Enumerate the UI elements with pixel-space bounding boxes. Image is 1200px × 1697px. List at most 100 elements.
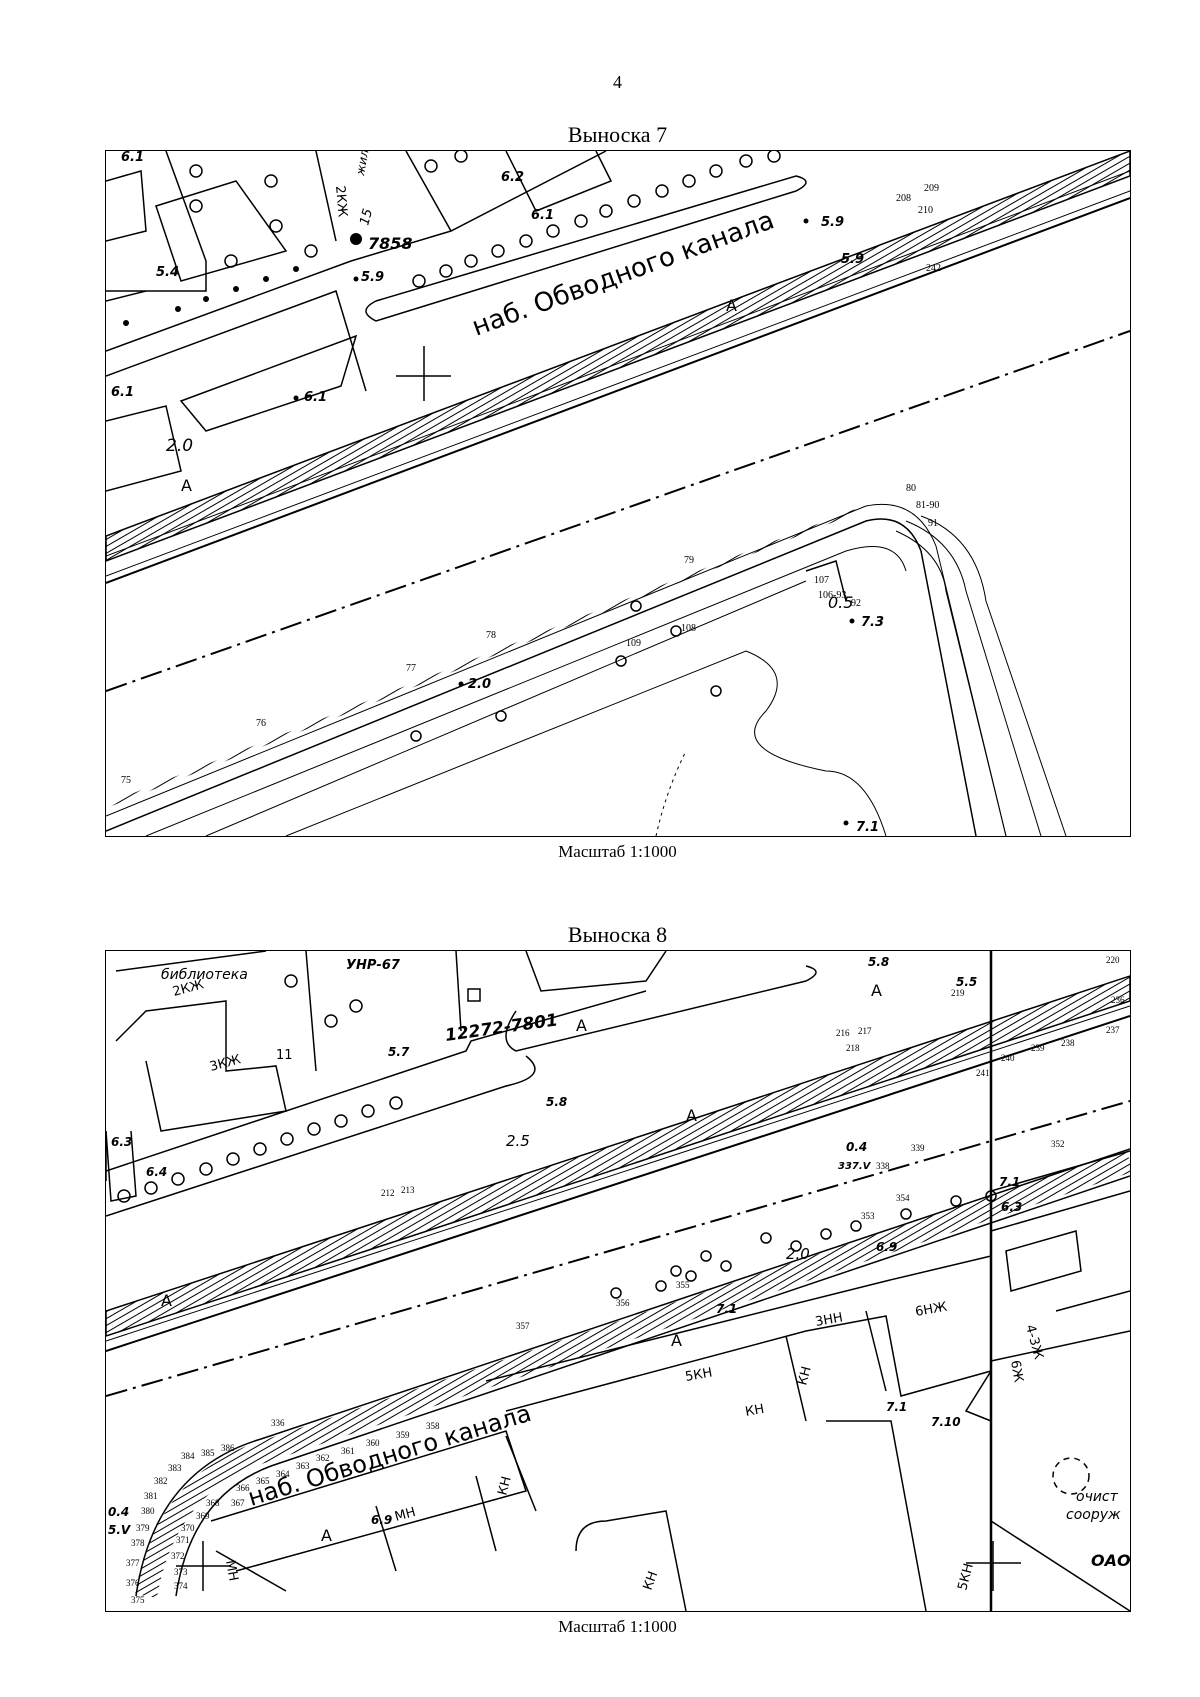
elevation-label: 0.4 [846,1140,867,1154]
point-number: 242 [926,263,941,274]
elevation-label: 7.1 [886,1400,907,1414]
street-blocks [106,951,1130,1611]
point-number: 213 [401,1185,415,1195]
callout-8-scale: Масштаб 1:1000 [558,1617,677,1636]
fence-posts [123,266,299,326]
elevation-label: 5.8 [546,1095,567,1109]
elevation-label: 6.9 [371,1513,392,1527]
material-mark: A [161,1291,172,1310]
point-number: 92 [851,598,861,609]
elevation-label: 5.8 [868,955,889,969]
building-mark: 6НЖ [914,1300,948,1320]
point-number: 237 [1106,1025,1120,1035]
survey-point-icon [350,233,362,245]
point-number: 368 [206,1498,220,1508]
point-number: 108 [681,623,696,634]
point-number: 359 [396,1430,410,1440]
point-number: 210 [918,205,933,216]
point-number: 217 [858,1026,872,1036]
building-mark: МН [393,1505,417,1525]
partial-label: сооруж [1066,1507,1121,1523]
house-number: 15 [357,207,376,227]
point-number: 373 [174,1567,188,1577]
elevation-label: 5.9 [821,215,844,230]
point-number: 209 [924,183,939,194]
elevation-label: 6.1 [121,151,144,165]
point-number: 76 [256,718,266,729]
street-blocks [106,151,613,492]
point-number: 365 [256,1476,270,1486]
point-number: 336 [271,1418,285,1428]
point-number: 241 [976,1068,990,1078]
elevation-label: 2.0 [786,1245,810,1263]
callout-7-scale: Масштаб 1:1000 [558,842,677,861]
structure-symbol [1052,1457,1090,1495]
elevation-label: 6.2 [501,170,524,185]
point-number: 366 [236,1483,250,1493]
material-mark: A [321,1526,332,1545]
material-mark: A [576,1016,587,1035]
point-number: 382 [154,1476,168,1486]
partial-label: очист [1076,1489,1119,1505]
elevation-label: 5.4 [156,265,179,280]
material-mark: A [686,1106,697,1125]
point-number: 376 [126,1578,140,1588]
elevation-label: 7.1 [856,820,879,835]
point-number: 379 [136,1523,150,1533]
median-island [365,175,807,322]
elevation-label: 7.1 [716,1302,737,1316]
building-number: 7858 [368,234,413,253]
elevation-label: 7.10 [931,1415,961,1429]
elevation-label: 5.V [108,1523,132,1537]
point-number: 361 [341,1446,355,1456]
building-mark: 4-3Ж [1022,1323,1046,1361]
point-number: 240 [1001,1053,1015,1063]
lower-embankment [106,503,1067,836]
elevation-label: 2.0 [166,436,193,456]
point-number: 385 [201,1448,215,1458]
point-number: 77 [406,663,416,674]
material-mark: A [871,981,882,1000]
point-number: 357 [516,1321,530,1331]
building-mark: КН [744,1402,765,1420]
building-type-partial: жилище [353,151,376,178]
point-number: 375 [131,1595,145,1605]
point-number: 219 [951,988,965,998]
grid-cross-marker [396,346,451,401]
page-number: 4 [613,72,622,92]
point-number: 369 [196,1511,210,1521]
elevation-label: 7.1 [999,1175,1020,1189]
callout-8-title: Выноска 8 [567,922,668,947]
elevation-label: 7.3 [861,615,884,630]
point-number: 356 [616,1298,630,1308]
point-number: 106-93 [818,590,846,601]
tree-symbols [117,974,997,1299]
building-mark: 6Ж [1007,1359,1026,1384]
canal-axis-line [106,330,1130,692]
material-mark: A [726,296,737,315]
point-number: 386 [221,1443,235,1453]
building-mark: 5КН [684,1365,713,1385]
survey-marker-icon [467,988,481,1002]
elevation-label: 6.1 [304,390,327,405]
partial-label: ОАО [1091,1551,1130,1570]
tree-symbols [189,151,781,742]
point-number: 363 [296,1461,310,1471]
point-number: 79 [684,555,694,566]
canal-axis-line [106,1100,1130,1397]
callout-7-map: 7858 15 2КЖ жилище наб. Обводного канала… [105,150,1131,837]
building-mark: 11 [276,1048,293,1063]
point-number: 370 [181,1523,195,1533]
point-number: 372 [171,1551,185,1561]
code-label: 12272-7801 [444,1010,559,1046]
elevation-label: 0.4 [108,1505,129,1519]
building-mark: КН [641,1569,662,1592]
material-mark: A [181,476,192,495]
point-number: 208 [896,193,911,204]
building-mark: 5КН [955,1562,977,1592]
point-number: 75 [121,775,131,786]
org-label: УНР-67 [346,958,401,973]
point-number: 220 [1106,955,1120,965]
building-mark: 3НН [814,1310,844,1330]
building-mark: МН [222,1559,240,1582]
